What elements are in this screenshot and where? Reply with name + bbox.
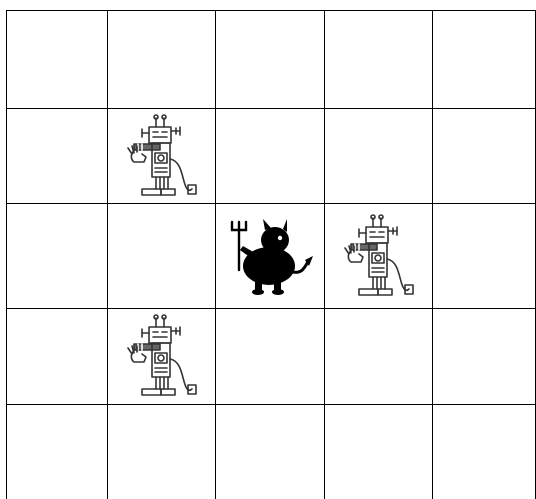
board-cell-r1-c2[interactable] — [215, 108, 325, 204]
board-cell-r0-c0[interactable] — [6, 10, 108, 109]
board-cell-r3-c3[interactable] — [324, 308, 433, 405]
board-cell-r2-c0[interactable] — [6, 203, 108, 309]
board-cell-r0-c1[interactable] — [107, 10, 216, 109]
board-cell-r3-c2[interactable] — [215, 308, 325, 405]
board-cell-r0-c3[interactable] — [324, 10, 433, 109]
board-cell-r4-c2[interactable] — [215, 404, 325, 499]
board-cell-r4-c1[interactable] — [107, 404, 216, 499]
board-cell-r2-c3[interactable] — [324, 203, 433, 309]
board-cell-r2-c2[interactable] — [215, 203, 325, 309]
board-cell-r4-c3[interactable] — [324, 404, 433, 499]
robot-icon[interactable] — [108, 309, 216, 405]
board-cell-r1-c0[interactable] — [6, 108, 108, 204]
board-cell-r0-c4[interactable] — [432, 10, 536, 109]
board-cell-r2-c1[interactable] — [107, 203, 216, 309]
board-cell-r3-c4[interactable] — [432, 308, 536, 405]
robot-icon[interactable] — [108, 109, 216, 204]
robot-icon[interactable] — [325, 204, 433, 309]
game-board — [6, 10, 536, 498]
board-cell-r1-c1[interactable] — [107, 108, 216, 204]
board-cell-r4-c4[interactable] — [432, 404, 536, 499]
board-cell-r4-c0[interactable] — [6, 404, 108, 499]
board-cell-r3-c1[interactable] — [107, 308, 216, 405]
devil-icon[interactable] — [216, 204, 325, 309]
board-cell-r1-c3[interactable] — [324, 108, 433, 204]
board-cell-r1-c4[interactable] — [432, 108, 536, 204]
board-cell-r0-c2[interactable] — [215, 10, 325, 109]
board-cell-r2-c4[interactable] — [432, 203, 536, 309]
board-cell-r3-c0[interactable] — [6, 308, 108, 405]
